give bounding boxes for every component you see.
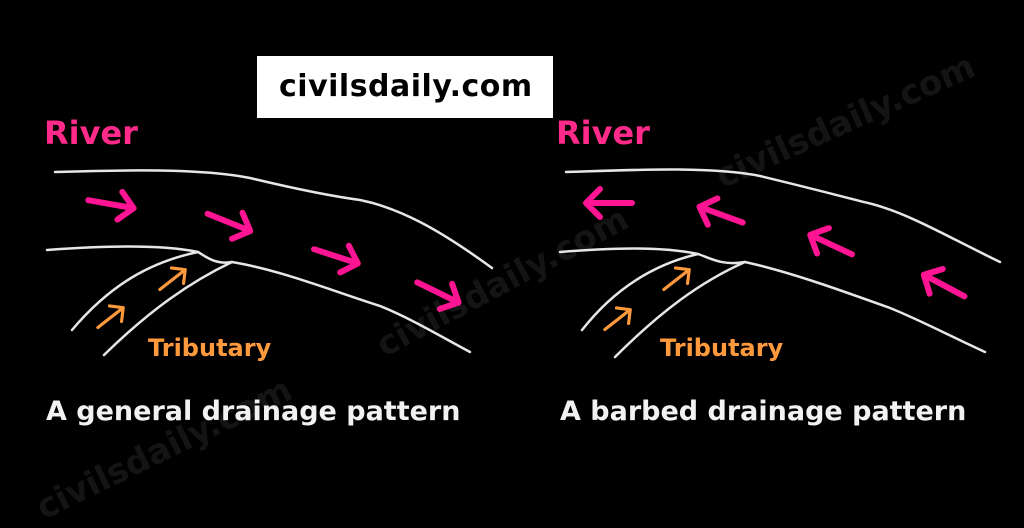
tributary-upper-bank [580,252,700,332]
river-arrow [411,270,465,315]
barbed-drainage-diagram [558,168,1002,359]
river-lower-bank [45,245,472,354]
general-drainage-diagram [45,169,494,357]
river-upper-bank [564,168,1002,264]
caption-general-drainage: A general drainage pattern [46,396,461,427]
tributary-upper-bank [70,250,200,332]
river-banks-left [45,169,494,357]
tributary-arrow [90,298,131,337]
river-upper-bank [53,169,494,270]
tributary-label-right: Tributary [660,334,784,362]
site-brand-label: civilsdaily.com [257,56,553,118]
tributary-label-left: Tributary [148,334,272,362]
river-label-left: River [44,114,138,152]
river-label-right: River [556,114,650,152]
river-banks-right [558,168,1002,359]
river-arrow [202,201,255,244]
river-arrow [310,236,362,277]
tributary-arrow [597,300,638,339]
river-arrow [86,186,136,222]
river-lower-bank [558,247,987,354]
tributary-arrow [152,260,193,299]
river-arrows-left [86,186,465,315]
drainage-diagrams [45,168,1002,359]
tributary-lower-bank [613,260,747,359]
diagram-stage: civilsdaily.com civilsdaily.com civilsda… [30,47,1002,528]
river-arrow [917,262,971,308]
river-arrow [804,222,858,267]
caption-barbed-drainage: A barbed drainage pattern [560,396,967,427]
river-arrow [586,189,632,217]
tributary-lower-bank [102,260,234,357]
river-arrow [695,194,748,236]
